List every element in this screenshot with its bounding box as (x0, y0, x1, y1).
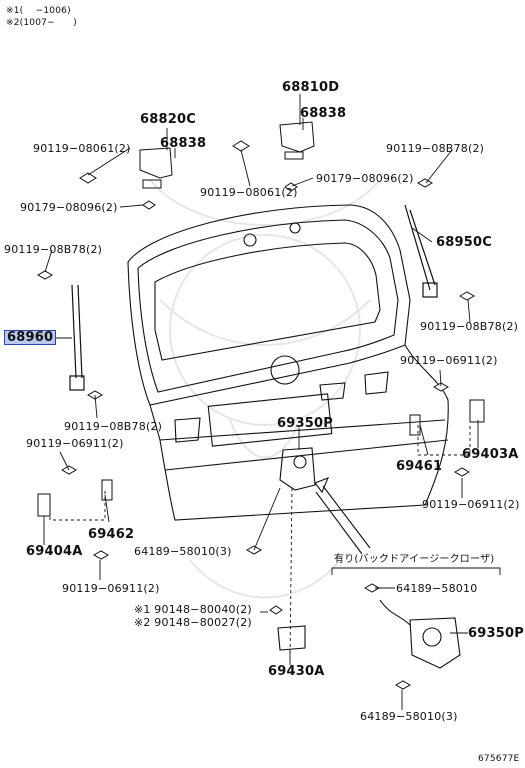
part-label-68810D[interactable]: 68810D (282, 80, 340, 95)
hinge-left (139, 147, 173, 189)
hinge-right (279, 121, 315, 160)
part-label-69404A[interactable]: 69404A (26, 544, 83, 559)
part-label-69430A[interactable]: 69430A (268, 664, 325, 679)
part-label-90179-08096-mid[interactable]: 90179−08096(2) (316, 172, 414, 185)
closer-assembly (379, 599, 461, 669)
part-label-69350P[interactable]: 69350P (277, 416, 333, 431)
leader-lines (43, 94, 501, 710)
part-label-90119-08B78-topright[interactable]: 90119−08B78(2) (386, 142, 485, 155)
part-label-64189-58010-bottom[interactable]: 64189−58010(3) (360, 710, 458, 723)
part-label-90119-08061-mid[interactable]: 90119−08061(2) (200, 186, 298, 199)
optional-section-header: 有り(バックドアイージークローザ) (334, 554, 495, 565)
part-label-68950C[interactable]: 68950C (436, 235, 492, 250)
note-line-2: ※2(1007− ) (6, 18, 77, 28)
part-label-90119-06911-left[interactable]: 90119−06911(2) (26, 437, 124, 450)
part-label-68838-left[interactable]: 68838 (160, 136, 207, 151)
note-line-1: ※1( −1006) (6, 6, 71, 16)
part-label-90119-08B78-right[interactable]: 90119−08B78(2) (420, 320, 519, 333)
part-label-69403A[interactable]: 69403A (462, 447, 519, 462)
part-label-90119-08B78-left[interactable]: 90119−08B78(2) (4, 243, 103, 256)
gas-strut-left (69, 284, 85, 391)
part-label-90148-80040[interactable]: ※1 90148−80040(2) (134, 603, 252, 616)
part-label-69350P-opt[interactable]: 69350P (468, 626, 524, 641)
part-label-64189-58010-opt[interactable]: 64189−58010 (396, 582, 478, 595)
part-label-68820C[interactable]: 68820C (140, 112, 196, 127)
part-label-90119-06911-right[interactable]: 90119−06911(2) (400, 354, 498, 367)
part-label-69462[interactable]: 69462 (88, 527, 135, 542)
diagram-id: 675677E (478, 754, 520, 764)
lock-assembly (279, 447, 316, 491)
part-label-64189-58010-mid[interactable]: 64189−58010(3) (134, 545, 232, 558)
part-label-68838-top[interactable]: 68838 (300, 106, 347, 121)
closer-arrow (314, 477, 371, 555)
part-label-90148-80027[interactable]: ※2 90148−80027(2) (134, 616, 252, 629)
part-label-90179-08096-left[interactable]: 90179−08096(2) (20, 201, 118, 214)
gas-strut-right (404, 204, 438, 298)
part-label-90119-06911-lowright[interactable]: 90119−06911(2) (422, 498, 520, 511)
part-label-90119-06911-bottom[interactable]: 90119−06911(2) (62, 582, 160, 595)
part-label-68960-highlighted[interactable]: 68960 (4, 330, 57, 345)
part-label-69461[interactable]: 69461 (396, 459, 443, 474)
bolts (36, 140, 476, 690)
part-label-90119-08061-left[interactable]: 90119−08061(2) (33, 142, 131, 155)
part-label-90119-08B78-lowleft[interactable]: 90119−08B78(2) (64, 420, 163, 433)
back-door-outline (127, 204, 449, 521)
striker (277, 625, 306, 651)
